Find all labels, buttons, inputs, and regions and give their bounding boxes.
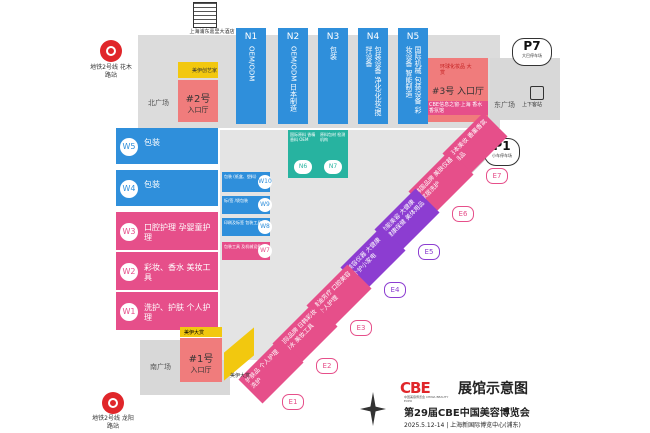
- entrance-3-note: CBE信息之窗·上海 香水香氛馆: [428, 101, 488, 115]
- hall-w5[interactable]: W5 包装: [116, 128, 218, 164]
- hall-e6-id: E6: [452, 206, 474, 222]
- parking-p7-desc: 大巴停车场: [522, 53, 542, 58]
- dropoff-icon: [530, 86, 544, 100]
- hall-w7-id: W7: [258, 244, 272, 258]
- hall-n1-label: OEM/ODM: [247, 46, 256, 82]
- hall-n6-id: N6: [294, 160, 312, 174]
- parking-p7[interactable]: P7 大巴停车场: [512, 38, 552, 66]
- hall-n7[interactable]: 原料包材 检测机构 N7: [318, 130, 348, 178]
- expo-title: 第29届CBE中国美容博览会: [404, 408, 530, 419]
- north-square-label: 北广场: [148, 99, 169, 107]
- hall-w10[interactable]: 包装 (纸盒、塑料)W10: [222, 172, 272, 192]
- hall-w1[interactable]: W1 洗护、护肤 个人护理: [116, 292, 218, 330]
- hall-w4-label: 包装: [144, 180, 160, 189]
- entrance-2-tag: 美伊创艺家: [178, 62, 218, 78]
- metro-bottom-label: 地铁2号线 龙阳路站: [92, 415, 134, 430]
- entrance-3[interactable]: 环球化妆品 大赏 #3号 入口厅 CBE信息之窗·上海 香水香氛馆: [428, 58, 488, 122]
- hall-n7-id: N7: [324, 160, 342, 174]
- compass-icon: [360, 392, 386, 426]
- parking-p7-code: P7: [523, 39, 541, 53]
- east-square-area: [490, 58, 560, 120]
- entrance-2[interactable]: #2号 入口厅: [178, 80, 218, 122]
- east-square-label: 东广场: [494, 101, 515, 109]
- hotel-building: [193, 2, 217, 28]
- hall-n2-id: N2: [286, 32, 300, 42]
- entrance-1-sub: 入口厅: [190, 366, 212, 374]
- hall-w9-label: 标/签 /袋包装: [224, 198, 248, 203]
- south-square-label: 南广场: [150, 363, 171, 371]
- hall-w5-id: W5: [120, 138, 138, 156]
- entrance-1-tag: 美伊大赏: [180, 327, 222, 337]
- hall-w1-id: W1: [120, 303, 138, 321]
- hall-n6[interactable]: 国际原料 香精香料 OEM N6: [288, 130, 318, 178]
- hall-e3-id: E3: [350, 320, 372, 336]
- hall-w3-id: W3: [120, 223, 138, 241]
- hall-w3-label: 口腔护理 孕婴童护理: [144, 223, 211, 242]
- entrance-1[interactable]: #1号 入口厅: [180, 338, 222, 382]
- hall-n6-label: 国际原料 香精香料 OEM: [290, 132, 316, 142]
- hall-n4[interactable]: N4 包装设备 净化/化妆/搅拌设备: [358, 28, 388, 124]
- hall-n4-id: N4: [366, 32, 380, 42]
- hall-w1-label: 洗护、护肤 个人护理: [144, 303, 211, 322]
- hall-w4[interactable]: W4 包装: [116, 170, 218, 206]
- hall-w8-id: W8: [258, 220, 272, 234]
- hall-e5-id: E5: [418, 244, 440, 260]
- hall-n2-label: OEM/ODM 日本制造: [289, 46, 298, 112]
- hall-n5-label: 国际机械 包装设备 彩妆设备 智能制造: [405, 46, 422, 114]
- hall-w2[interactable]: W2 彩妆、香水 美妆工具: [116, 252, 218, 290]
- entrance-1-tag-label: 美伊大赏: [184, 330, 205, 336]
- map-heading: 展馆示意图: [458, 381, 528, 397]
- hall-w2-id: W2: [120, 263, 138, 281]
- hall-e2-id: E2: [316, 358, 338, 374]
- hall-n7-label: 原料包材 检测机构: [320, 132, 346, 142]
- hall-w5-label: 包装: [144, 138, 160, 147]
- entrance-2-tag-label: 美伊创艺家: [192, 68, 218, 74]
- hall-n1-id: N1: [244, 32, 258, 42]
- hall-n4-label: 包装设备 净化/化妆/搅拌设备: [365, 46, 382, 116]
- hall-n5-id: N5: [406, 32, 420, 42]
- entrance-3-tag: 环球化妆品 大赏: [440, 64, 472, 76]
- hall-w4-id: W4: [120, 180, 138, 198]
- expo-date-venue: 2025.5.12-14 | 上海新国际博览中心(浦东): [404, 422, 521, 429]
- cbe-logo-sub: 中国美容博览会 CHINA BEAUTY EXPO: [404, 395, 449, 403]
- hotel-label: 上海浦东嘉里大酒店: [189, 29, 235, 35]
- hall-n5[interactable]: N5 国际机械 包装设备 彩妆设备 智能制造: [398, 28, 428, 124]
- metro-top-icon-inner: [106, 46, 116, 56]
- metro-bottom-icon-inner: [108, 398, 118, 408]
- hall-w3[interactable]: W3 口腔护理 孕婴童护理: [116, 212, 218, 250]
- cbe-logo: CBE: [400, 378, 450, 398]
- cbe-logo-mark: CBE: [400, 379, 431, 397]
- hall-e1-id: E1: [282, 394, 304, 410]
- hall-n3[interactable]: N3 包装: [318, 28, 348, 124]
- entrance-2-sub: 入口厅: [187, 106, 209, 114]
- hall-w7-label: 包装工具 及机械设备: [224, 244, 262, 249]
- metro-top-label: 地铁2号线 花木路站: [90, 64, 132, 79]
- dropoff-label: 上下客站: [522, 102, 543, 108]
- entrance-2-title: #2号: [185, 94, 211, 105]
- hall-n3-label: 包装: [329, 46, 338, 60]
- hall-w10-id: W10: [258, 175, 272, 189]
- hall-w9[interactable]: 标/签 /袋包装 W9: [222, 196, 272, 214]
- hall-w2-label: 彩妆、香水 美妆工具: [144, 263, 211, 282]
- hall-e7-id: E7: [486, 168, 508, 184]
- hall-e4-id: E4: [384, 282, 406, 298]
- hall-w10-label: 包装 (纸盒、塑料): [224, 174, 257, 179]
- parking-p1-desc: 小车停车场: [492, 153, 512, 158]
- entrance-1-tag2-label: 美伊大赏: [230, 373, 251, 379]
- entrance-1-title: #1号: [188, 354, 214, 365]
- hall-w9-id: W9: [258, 198, 272, 212]
- entrance-3-title: #3号 入口厅: [431, 87, 485, 97]
- hall-w8-label: 印刷及标签 包装工具: [224, 220, 262, 225]
- hall-n3-id: N3: [326, 32, 340, 42]
